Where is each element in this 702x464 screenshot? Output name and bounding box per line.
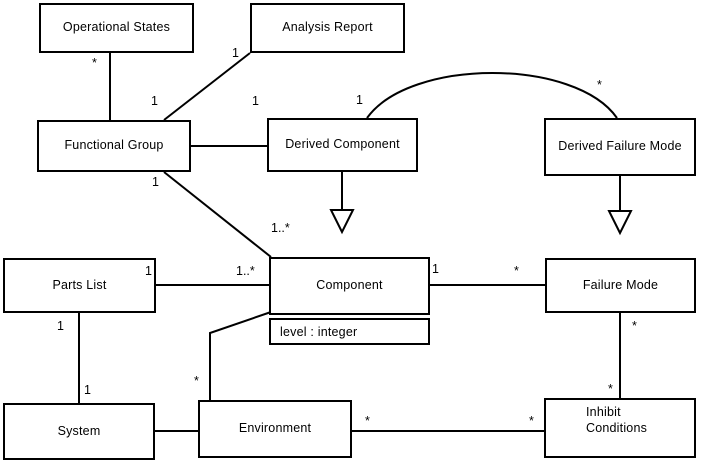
multiplicity-environment-inhibit: * bbox=[365, 414, 370, 428]
class-name-derived-component: Derived Component bbox=[285, 137, 400, 152]
class-box-operational-states[interactable]: Operational States bbox=[39, 3, 194, 53]
class-box-environment[interactable]: Environment bbox=[198, 400, 352, 458]
multiplicity-analysis-report-end: 1 bbox=[232, 46, 239, 60]
class-name-environment: Environment bbox=[238, 421, 312, 436]
class-name-system: System bbox=[57, 423, 101, 438]
edge-functional-group--component bbox=[163, 171, 272, 258]
class-box-failure-mode[interactable]: Failure Mode bbox=[545, 258, 696, 313]
class-box-component[interactable]: Component bbox=[269, 257, 430, 315]
multiplicity-parts-list-component: 1 bbox=[145, 264, 152, 278]
class-name-parts-list: Parts List bbox=[52, 277, 107, 292]
class-box-derived-component[interactable]: Derived Component bbox=[267, 118, 418, 172]
generalization-arrow-failure-mode bbox=[607, 210, 633, 236]
multiplicity-derived-failure-mode-arc: * bbox=[597, 78, 602, 92]
multiplicity-derived-component-arc: 1 bbox=[356, 93, 363, 107]
generalization-arrow-component bbox=[329, 209, 355, 235]
class-name-component: Component bbox=[316, 278, 383, 293]
class-box-system[interactable]: System bbox=[3, 403, 155, 460]
multiplicity-operational-states-end: * bbox=[92, 56, 97, 70]
multiplicity-environment-component: * bbox=[194, 374, 199, 388]
class-box-parts-list[interactable]: Parts List bbox=[3, 258, 156, 313]
class-name-analysis-report: Analysis Report bbox=[282, 20, 373, 35]
multiplicity-parts-list-system: 1 bbox=[57, 319, 64, 333]
class-name-derived-failure-mode: Derived Failure Mode bbox=[558, 139, 682, 154]
edge-analysis-report--functional-group bbox=[163, 52, 251, 121]
multiplicity-inhibit-failure-mode: * bbox=[608, 382, 613, 396]
class-name-inhibit-conditions: Inhibit Conditions bbox=[586, 405, 648, 435]
class-box-functional-group[interactable]: Functional Group bbox=[37, 120, 191, 172]
multiplicity-component-functional-group: 1..* bbox=[271, 221, 290, 235]
class-name-failure-mode: Failure Mode bbox=[582, 277, 659, 292]
multiplicity-failure-mode-component: * bbox=[514, 264, 519, 278]
class-box-analysis-report[interactable]: Analysis Report bbox=[250, 3, 405, 53]
multiplicity-inhibit-environment: * bbox=[529, 414, 534, 428]
multiplicity-component-parts-list: 1..* bbox=[236, 264, 255, 278]
class-name-functional-group: Functional Group bbox=[64, 138, 164, 153]
class-box-derived-failure-mode[interactable]: Derived Failure Mode bbox=[544, 118, 696, 176]
multiplicity-failure-mode-inhibit: * bbox=[632, 319, 637, 333]
edge-derived-component--derived-failure-mode bbox=[366, 72, 618, 119]
multiplicity-functional-group-dcomp: 1 bbox=[252, 94, 259, 108]
multiplicity-functional-group-comp: 1 bbox=[152, 175, 159, 189]
class-name-operational-states: Operational States bbox=[62, 20, 171, 35]
edge-environment--component bbox=[209, 311, 272, 400]
class-box-inhibit-conditions[interactable]: Inhibit Conditions bbox=[544, 398, 696, 458]
attribute-level: level : integer bbox=[280, 324, 358, 339]
multiplicity-functional-group-opstates: 1 bbox=[151, 94, 158, 108]
multiplicity-component-failure-mode: 1 bbox=[432, 262, 439, 276]
multiplicity-system-parts-list: 1 bbox=[84, 383, 91, 397]
class-attributes-component[interactable]: level : integer bbox=[269, 318, 430, 345]
